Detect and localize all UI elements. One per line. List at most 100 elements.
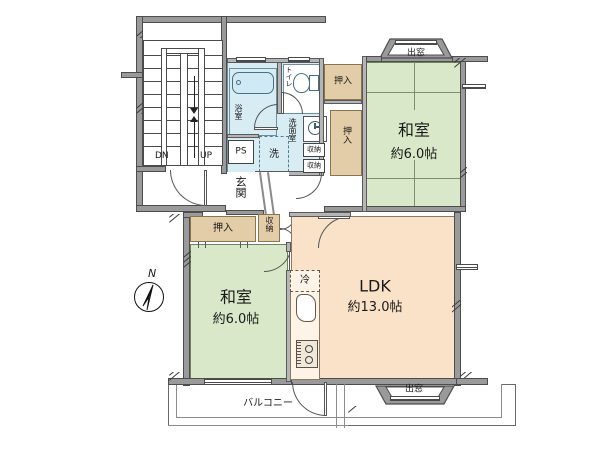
storage-upper-label: 収納 <box>307 145 321 154</box>
bathroom-door-leaf <box>254 127 278 130</box>
balcony-edge-line <box>336 384 337 428</box>
kitchen-sink-fixture <box>296 294 316 322</box>
stair-label-down: DN <box>155 151 169 161</box>
bay-window-south-glass <box>390 396 440 401</box>
wall-south-eave-right <box>456 378 488 385</box>
window-hatch-icon <box>346 406 368 426</box>
wall-bath-toilet-divider <box>277 62 282 114</box>
faucet-stem-icon <box>314 123 316 129</box>
refrigerator-space <box>290 270 320 292</box>
bathroom-label: 浴室 <box>234 104 243 120</box>
stair-stringer-center <box>180 48 188 166</box>
exterior-wall-stair-left <box>136 16 143 212</box>
entrance-label: 玄関 <box>234 176 247 198</box>
wall-washitsu-north-bottom <box>324 206 466 212</box>
window-hatch-icon <box>460 166 468 186</box>
storage-box-upper <box>303 143 325 157</box>
washitsu-north-name: 和室 <box>397 120 431 140</box>
stair-direction-line-up <box>194 122 195 158</box>
bay-window-south-label: 出窓 <box>404 384 424 395</box>
wall-washitsu-north-left <box>362 56 367 212</box>
compass-needle-icon <box>142 284 154 311</box>
window-hatch-icon <box>168 214 186 228</box>
exterior-wall-stair-top <box>136 16 326 23</box>
pipe-shaft-label: PS <box>235 146 247 157</box>
wall-entrance-bottom <box>226 210 264 215</box>
stair-direction-line-down <box>194 76 195 110</box>
exterior-wall-right-upper <box>460 56 466 212</box>
window-bath <box>236 57 266 62</box>
ldk-door-leaf <box>318 216 350 219</box>
balcony-label: バルコニー <box>243 397 293 409</box>
closet-west-label: 押入 <box>213 222 233 234</box>
pipe-shaft-box <box>228 140 254 164</box>
compass-north-label: N <box>148 267 157 280</box>
window-hatch-icon <box>137 92 143 114</box>
stair-arrow-up-icon <box>190 116 198 122</box>
tatami-joint <box>414 92 415 110</box>
exterior-wall-left-lower <box>183 212 190 386</box>
compass-ring-icon <box>134 282 164 312</box>
window-toilet <box>288 57 310 62</box>
storage-lower-label: 収納 <box>307 161 321 170</box>
closet-west-opening-mark-2 <box>240 242 248 248</box>
window-right-upper <box>462 84 486 89</box>
stove-burner-icon <box>305 356 313 364</box>
wall-stair-bottom-2 <box>136 205 226 212</box>
closet-west-opening-mark <box>198 242 206 248</box>
closet-west <box>190 216 256 242</box>
closet-upper-north-label: 押入 <box>333 76 353 87</box>
wall-north-eave-right <box>452 56 488 62</box>
window-hatch-icon <box>452 58 474 72</box>
wall-bath-bottom <box>227 134 259 138</box>
closet-center <box>330 110 362 176</box>
window-west-to-balcony <box>204 379 272 385</box>
washitsu-west-area: 約6.0帖 <box>212 312 260 328</box>
tatami-joint <box>414 62 415 92</box>
laundry-label: 洗 <box>269 148 279 160</box>
balcony-edge-line-2 <box>344 384 345 428</box>
balcony-bottom-edge <box>168 425 348 426</box>
tatami-joint <box>414 160 415 178</box>
closet-center-label: 押入 <box>341 126 351 144</box>
bathtub-fixture <box>232 72 274 94</box>
wall-north-eave-left <box>366 56 382 62</box>
bay-window-north-label: 出窓 <box>406 48 426 59</box>
window-ldk-right <box>456 264 478 270</box>
stair-label-up: UP <box>200 151 213 161</box>
exterior-wall-right-lower <box>454 212 461 386</box>
stove-grill-icon <box>297 342 301 366</box>
stair-inner-wall <box>161 48 167 166</box>
faucet-icon <box>314 126 321 128</box>
tatami-joint <box>414 178 415 210</box>
washitsu-west-name: 和室 <box>219 287 253 307</box>
wall-stair-bottom <box>136 166 166 172</box>
entrance-area <box>227 172 289 214</box>
laundry-area <box>259 136 289 172</box>
toilet-tank-fixture <box>309 75 319 91</box>
stair-door-leaf <box>204 170 207 206</box>
ldk-name: LDK <box>359 276 391 296</box>
stair-arrow-down-icon <box>190 108 198 114</box>
toilet-label: トイレ <box>285 66 293 87</box>
stove-burner-icon <box>305 345 313 353</box>
washitsu-north-area: 約6.0帖 <box>390 147 438 163</box>
bay-window-north-glass <box>395 40 437 45</box>
wall-stair-left-stub-upper <box>121 72 143 78</box>
closet-upper-north <box>324 64 362 100</box>
ldk-area: 約13.0帖 <box>347 300 403 316</box>
storage-west <box>258 214 280 242</box>
storage-box-lower <box>303 159 325 173</box>
storage-west-label: 収納 <box>265 216 274 232</box>
wall-west-right-upper <box>286 242 291 252</box>
wall-closet-upper-bottom <box>324 100 362 104</box>
storage-door-swing-icon <box>296 173 322 199</box>
washroom-label: 洗面室 <box>288 118 297 142</box>
stair-outer-rail <box>198 48 205 166</box>
bathtub-drain-icon <box>236 80 241 85</box>
window-hatch-icon <box>452 300 462 322</box>
refrigerator-label: 冷 <box>300 274 310 286</box>
window-hatch-icon <box>168 372 186 386</box>
balcony-door-leaf <box>324 382 327 416</box>
